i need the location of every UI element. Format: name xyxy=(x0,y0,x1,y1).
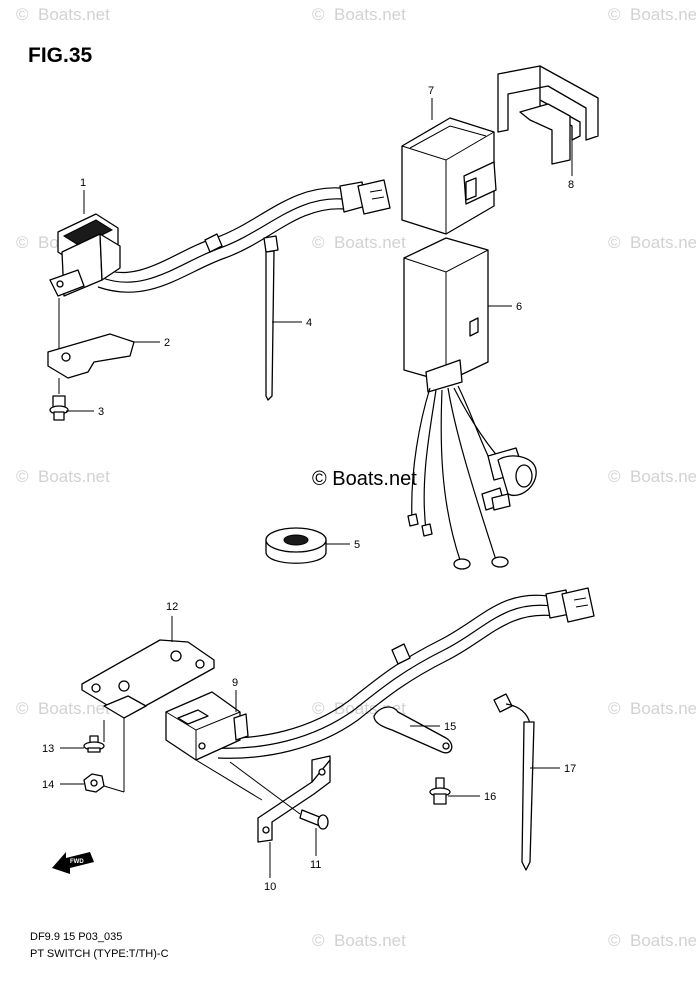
svg-text:©: © xyxy=(608,931,621,950)
callout-numbers: 1 2 3 4 5 6 7 8 9 10 11 12 13 14 15 16 1… xyxy=(42,85,576,893)
callout-8: 8 xyxy=(568,179,574,191)
watermark: © Boats.net xyxy=(16,467,110,486)
svg-text:©: © xyxy=(312,5,325,24)
part-12-plate xyxy=(81,639,215,719)
callout-3: 3 xyxy=(98,406,104,418)
svg-text:Boats.net: Boats.net xyxy=(630,233,696,252)
callout-1: 1 xyxy=(80,177,86,189)
svg-text:©: © xyxy=(16,233,29,252)
center-watermark: © Boats.net xyxy=(312,468,417,490)
svg-text:Boats.net: Boats.net xyxy=(38,467,110,486)
part-8-bracket xyxy=(497,65,599,165)
part-15-clamp xyxy=(373,706,453,754)
svg-text:Boats.net: Boats.net xyxy=(38,5,110,24)
callout-16: 16 xyxy=(484,791,496,803)
svg-text:Boats.net: Boats.net xyxy=(334,931,406,950)
svg-text:Boats.net: Boats.net xyxy=(630,5,696,24)
leader-lines xyxy=(60,98,573,878)
callout-13: 13 xyxy=(42,743,54,755)
part-16-bolt xyxy=(429,777,451,805)
watermark: © Boats.net xyxy=(608,5,696,24)
part-1-pt-switch xyxy=(49,179,391,360)
svg-text:©: © xyxy=(608,467,621,486)
callout-11: 11 xyxy=(310,859,321,871)
callout-5: 5 xyxy=(354,539,360,551)
part-14-nut xyxy=(83,773,105,793)
svg-text:©: © xyxy=(608,233,621,252)
callout-6: 6 xyxy=(516,301,522,313)
part-11-screw xyxy=(299,809,329,830)
diagram-caption: PT SWITCH (TYPE:T/TH)-C xyxy=(30,948,169,960)
diagram-code: DF9.9 15 P03_035 xyxy=(30,931,122,943)
callout-15: 15 xyxy=(444,721,456,733)
callout-17: 17 xyxy=(564,763,576,775)
callout-2: 2 xyxy=(164,337,170,349)
svg-text:Boats.net: Boats.net xyxy=(38,699,110,718)
fwd-arrow-icon: FWD xyxy=(52,852,94,874)
svg-text:©: © xyxy=(608,699,621,718)
part-5-grommet xyxy=(265,527,327,564)
part-13-bolt xyxy=(83,735,105,753)
part-4-cable-tie xyxy=(263,235,279,401)
part-6-relay-module xyxy=(403,237,537,570)
fwd-label: FWD xyxy=(70,859,84,865)
part-10-bracket xyxy=(257,755,331,843)
watermark: © Boats.net xyxy=(312,233,406,252)
svg-text:Boats.net: Boats.net xyxy=(630,931,696,950)
svg-text:©: © xyxy=(16,699,29,718)
callout-10: 10 xyxy=(264,881,276,893)
watermark: © Boats.net xyxy=(608,931,696,950)
svg-text:Boats.net: Boats.net xyxy=(630,699,696,718)
part-17-cable-tie xyxy=(493,693,535,871)
callout-7: 7 xyxy=(428,85,434,97)
watermark: © Boats.net xyxy=(312,5,406,24)
svg-text:©: © xyxy=(608,5,621,24)
svg-text:©: © xyxy=(312,931,325,950)
figure-title: FIG.35 xyxy=(28,44,93,67)
callout-4: 4 xyxy=(306,317,312,329)
watermark: © Boats.net xyxy=(608,467,696,486)
part-7-cover xyxy=(401,117,497,235)
svg-text:Boats.net: Boats.net xyxy=(334,5,406,24)
svg-text:©: © xyxy=(16,467,29,486)
svg-text:©: © xyxy=(312,699,325,718)
watermark: © Boats.net xyxy=(16,699,110,718)
svg-text:Boats.net: Boats.net xyxy=(334,233,406,252)
svg-text:©: © xyxy=(16,5,29,24)
callout-14: 14 xyxy=(42,779,54,791)
svg-text:Boats.net: Boats.net xyxy=(630,467,696,486)
watermark: © Boats.net xyxy=(16,5,110,24)
part-3-bolt xyxy=(49,378,69,421)
watermark: © Boats.net xyxy=(608,233,696,252)
part-2-plate xyxy=(47,333,135,379)
svg-text:©: © xyxy=(312,233,325,252)
watermark: © Boats.net xyxy=(312,931,406,950)
part-9-switch xyxy=(165,587,595,761)
watermark: © Boats.net xyxy=(608,699,696,718)
callout-9: 9 xyxy=(232,677,238,689)
callout-12: 12 xyxy=(166,601,178,613)
